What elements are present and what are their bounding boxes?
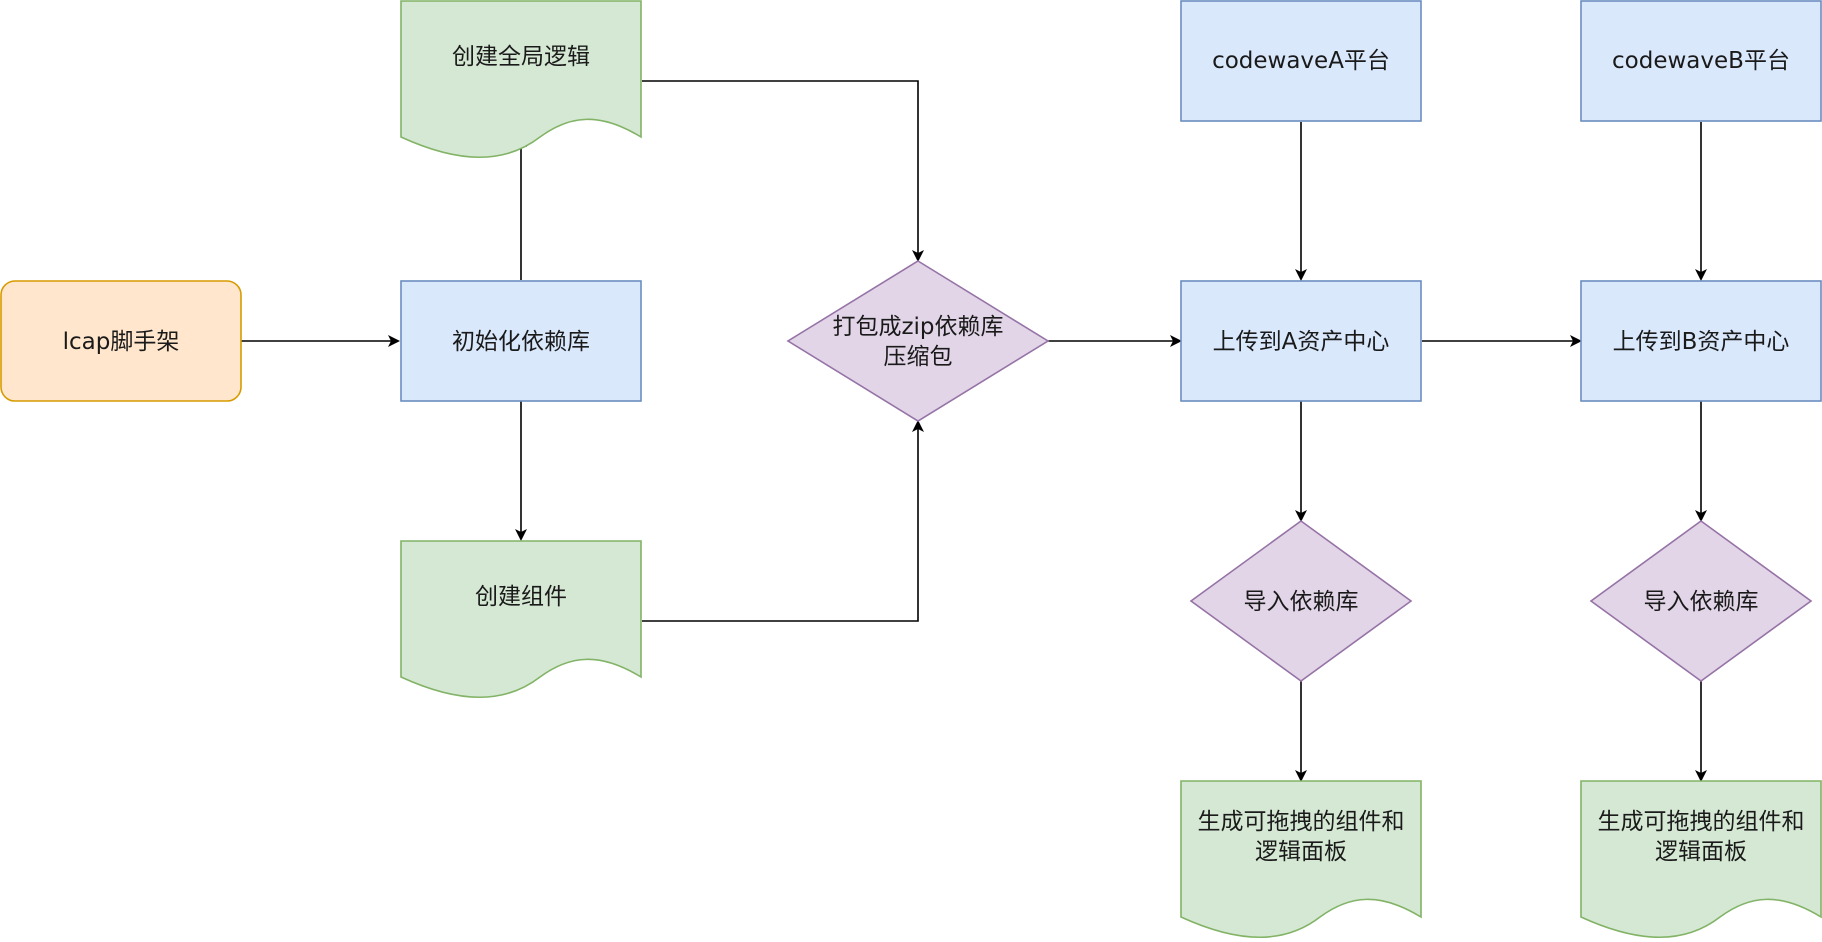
edge-component-to-pack [642, 420, 924, 622]
node-output-a[interactable]: 生成可拖拽的组件和逻辑面板 [1180, 780, 1422, 938]
node-label: 导入依赖库 [1644, 589, 1759, 615]
node-pack-zip[interactable]: 打包成zip依赖库压缩包 [786, 260, 1050, 422]
node-shape [400, 0, 642, 158]
node-label-line: 上传到A资产中心 [1213, 329, 1390, 355]
edges-layer [241, 80, 1707, 782]
node-init-library[interactable]: 初始化依赖库 [400, 280, 642, 402]
edge-global-to-pack [642, 80, 924, 262]
node-upload-a[interactable]: 上传到A资产中心 [1180, 280, 1422, 402]
node-create-component[interactable]: 创建组件 [400, 540, 642, 698]
node-label: 生成可拖拽的组件和逻辑面板 [1198, 809, 1405, 865]
node-label: lcap脚手架 [63, 329, 180, 355]
node-shape [1580, 0, 1822, 122]
node-label-line: codewaveA平台 [1212, 48, 1390, 74]
node-import-a[interactable]: 导入依赖库 [1189, 520, 1413, 682]
node-shape [1180, 280, 1422, 402]
node-label: codewaveB平台 [1612, 48, 1790, 74]
node-label: 上传到A资产中心 [1213, 329, 1390, 355]
node-label-line: 初始化依赖库 [452, 329, 590, 355]
node-label: 导入依赖库 [1244, 589, 1359, 615]
node-label-line: codewaveB平台 [1612, 48, 1790, 74]
node-label: 创建组件 [475, 584, 567, 610]
node-label-line: 创建全局逻辑 [452, 44, 590, 70]
node-shape [1580, 280, 1822, 402]
node-label-line: 逻辑面板 [1255, 839, 1347, 865]
node-shape [400, 280, 642, 402]
node-create-global-logic[interactable]: 创建全局逻辑 [400, 0, 642, 158]
node-label: 生成可拖拽的组件和逻辑面板 [1598, 809, 1805, 865]
node-label-line: 导入依赖库 [1644, 589, 1759, 615]
node-label-line: 打包成zip依赖库 [832, 314, 1003, 340]
node-shape [1180, 0, 1422, 122]
node-shape [0, 280, 242, 402]
node-import-b[interactable]: 导入依赖库 [1589, 520, 1813, 682]
node-shape [400, 540, 642, 698]
node-label: codewaveA平台 [1212, 48, 1390, 74]
node-shape [1189, 520, 1413, 682]
node-label-line: 上传到B资产中心 [1613, 329, 1790, 355]
node-shape [1589, 520, 1813, 682]
node-label-line: 压缩包 [884, 344, 953, 370]
node-output-b[interactable]: 生成可拖拽的组件和逻辑面板 [1580, 780, 1822, 938]
node-platform-b[interactable]: codewaveB平台 [1580, 0, 1822, 122]
node-shape [786, 260, 1050, 422]
node-label: 打包成zip依赖库压缩包 [832, 314, 1003, 370]
node-label: 初始化依赖库 [452, 329, 590, 355]
node-label-line: 逻辑面板 [1655, 839, 1747, 865]
node-label-line: 生成可拖拽的组件和 [1198, 809, 1405, 835]
node-upload-b[interactable]: 上传到B资产中心 [1580, 280, 1822, 402]
node-label-line: lcap脚手架 [63, 329, 180, 355]
node-label-line: 导入依赖库 [1244, 589, 1359, 615]
node-label: 创建全局逻辑 [452, 44, 590, 70]
node-shape [1580, 780, 1822, 938]
node-label-line: 生成可拖拽的组件和 [1598, 809, 1805, 835]
node-lcap-scaffold[interactable]: lcap脚手架 [0, 280, 242, 402]
node-label: 上传到B资产中心 [1613, 329, 1790, 355]
node-label-line: 创建组件 [475, 584, 567, 610]
node-shape [1180, 780, 1422, 938]
node-platform-a[interactable]: codewaveA平台 [1180, 0, 1422, 122]
